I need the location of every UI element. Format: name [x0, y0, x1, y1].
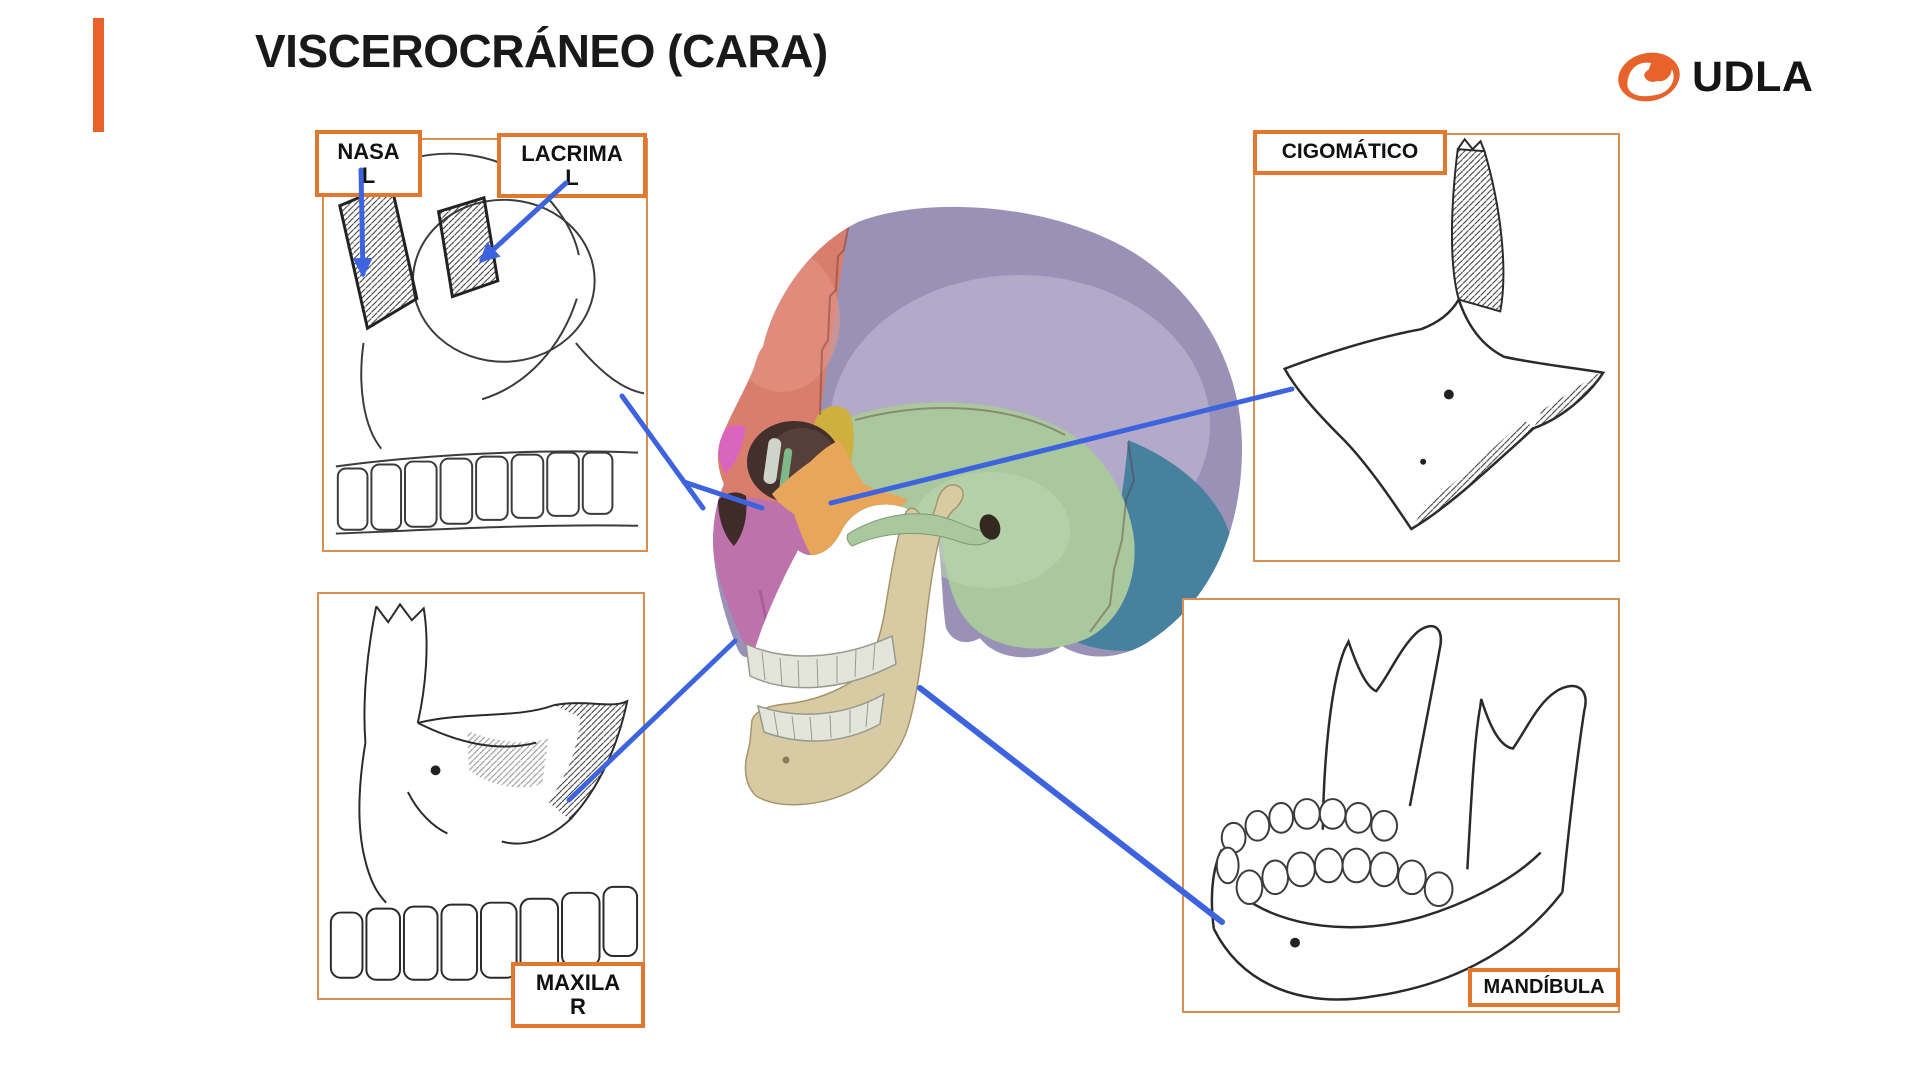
label-lacrimal-line1: LACRIMA	[521, 140, 623, 166]
label-mandibula: MANDÍBULA	[1468, 968, 1620, 1007]
nasal-lacrimal-drawing	[335, 152, 645, 535]
udla-leaf-swoosh-icon	[1618, 52, 1680, 102]
panel-cigomatico	[1253, 133, 1620, 562]
udla-logo: UDLA	[1616, 50, 1813, 104]
page-title: VISCEROCRÁNEO (CARA)	[255, 25, 828, 77]
panel-maxilar	[317, 592, 645, 1000]
skull-lower-teeth	[756, 692, 885, 742]
maxilar-drawing	[329, 602, 639, 981]
label-nasal: NASA L	[315, 130, 422, 197]
cigomatico-drawing	[1282, 137, 1606, 531]
label-mandibula-line1: MANDÍBULA	[1483, 975, 1605, 998]
label-maxilar-line1: MAXILA	[535, 970, 621, 996]
accent-bar	[93, 18, 104, 132]
skull-nasal-region	[718, 424, 746, 474]
label-lacrimal-line2: L	[565, 164, 579, 190]
label-nasal-line1: NASA	[337, 138, 400, 164]
skull-lacrimal-region	[779, 448, 793, 490]
skull-ear-canal	[979, 514, 1001, 540]
udla-logo-text: UDLA	[1692, 52, 1814, 101]
label-cigomatico-line1: CIGOMÁTICO	[1281, 140, 1419, 164]
label-lacrimal: LACRIMA L	[497, 133, 647, 198]
label-cigomatico: CIGOMÁTICO	[1253, 130, 1447, 175]
label-nasal-line2: L	[361, 162, 376, 188]
skull-zygomatic-arch	[846, 513, 995, 547]
mandibula-drawing	[1210, 625, 1587, 1001]
skull-illustration	[713, 206, 1243, 806]
panel-nasal-lacrimal	[322, 138, 648, 552]
label-maxilar-line2: R	[570, 994, 586, 1019]
nasal-bone-shape	[338, 181, 419, 331]
label-maxilar: MAXILA R	[511, 962, 645, 1028]
lacrimal-bone-shape	[436, 195, 500, 299]
panel-mandibula	[1182, 598, 1620, 1013]
